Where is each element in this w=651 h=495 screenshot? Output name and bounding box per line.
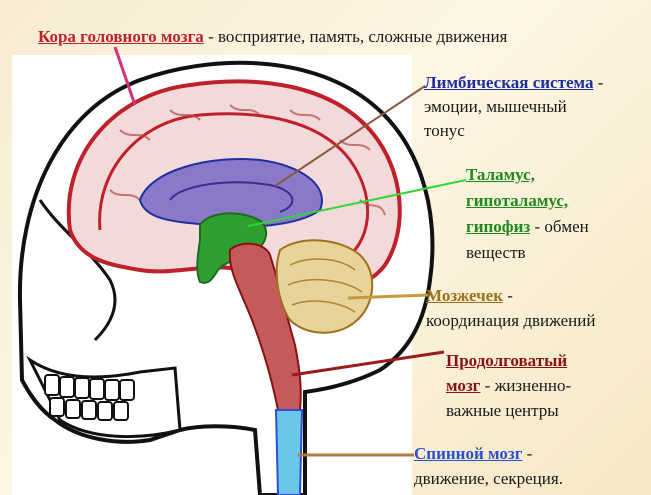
label-cerebellum-desc-1: - bbox=[503, 286, 513, 305]
label-medulla-desc-2: - жизненно- bbox=[480, 376, 571, 395]
label-medulla-line3: важные центры bbox=[446, 400, 559, 422]
label-thalamus-line1: Таламус, bbox=[466, 164, 535, 186]
label-cerebellum-line2: координация движений bbox=[426, 310, 595, 332]
label-thalamus-line3: гипофиз - обмен bbox=[466, 216, 589, 238]
label-thalamus-line4: веществ bbox=[466, 242, 526, 264]
label-cortex-desc: - восприятие, память, сложные движения bbox=[204, 27, 508, 46]
teeth bbox=[45, 375, 134, 420]
label-limbic-desc-1: - bbox=[593, 73, 603, 92]
label-medulla-term-2: мозг bbox=[446, 376, 480, 395]
label-cerebellum-desc-2: координация движений bbox=[426, 311, 595, 330]
label-medulla-line1: Продолговатый bbox=[446, 350, 567, 372]
label-thalamus-term-3: гипофиз bbox=[466, 217, 530, 236]
label-limbic-line3: тонус bbox=[424, 120, 465, 142]
label-cerebellum: Мозжечек - bbox=[426, 285, 513, 307]
label-cerebellum-term: Мозжечек bbox=[426, 286, 503, 305]
label-thalamus-term-2: гипоталамус, bbox=[466, 191, 568, 210]
label-spinal-term: Спинной мозг bbox=[414, 444, 522, 463]
spinal-cord bbox=[276, 410, 302, 495]
label-limbic-desc-3: тонус bbox=[424, 121, 465, 140]
label-spinal: Спинной мозг - bbox=[414, 443, 532, 465]
label-spinal-line2: движение, секреция. bbox=[414, 468, 563, 490]
label-spinal-desc-2: движение, секреция. bbox=[414, 469, 563, 488]
label-thalamus-term-1: Таламус, bbox=[466, 165, 535, 184]
label-medulla-line2: мозг - жизненно- bbox=[446, 375, 571, 397]
label-limbic: Лимбическая система - bbox=[424, 72, 603, 94]
label-medulla-term-1: Продолговатый bbox=[446, 351, 567, 370]
label-thalamus-line2: гипоталамус, bbox=[466, 190, 568, 212]
label-limbic-term: Лимбическая система bbox=[424, 73, 593, 92]
label-medulla-desc-3: важные центры bbox=[446, 401, 559, 420]
label-spinal-desc-1: - bbox=[522, 444, 532, 463]
label-cortex: Кора головного мозга - восприятие, памят… bbox=[38, 26, 507, 48]
label-thalamus-desc-4: веществ bbox=[466, 243, 526, 262]
label-thalamus-desc-3: - обмен bbox=[530, 217, 589, 236]
label-limbic-desc-2: эмоции, мышечный bbox=[424, 97, 567, 116]
cerebellum bbox=[277, 240, 373, 332]
label-limbic-line2: эмоции, мышечный bbox=[424, 96, 567, 118]
label-cortex-term: Кора головного мозга bbox=[38, 27, 204, 46]
